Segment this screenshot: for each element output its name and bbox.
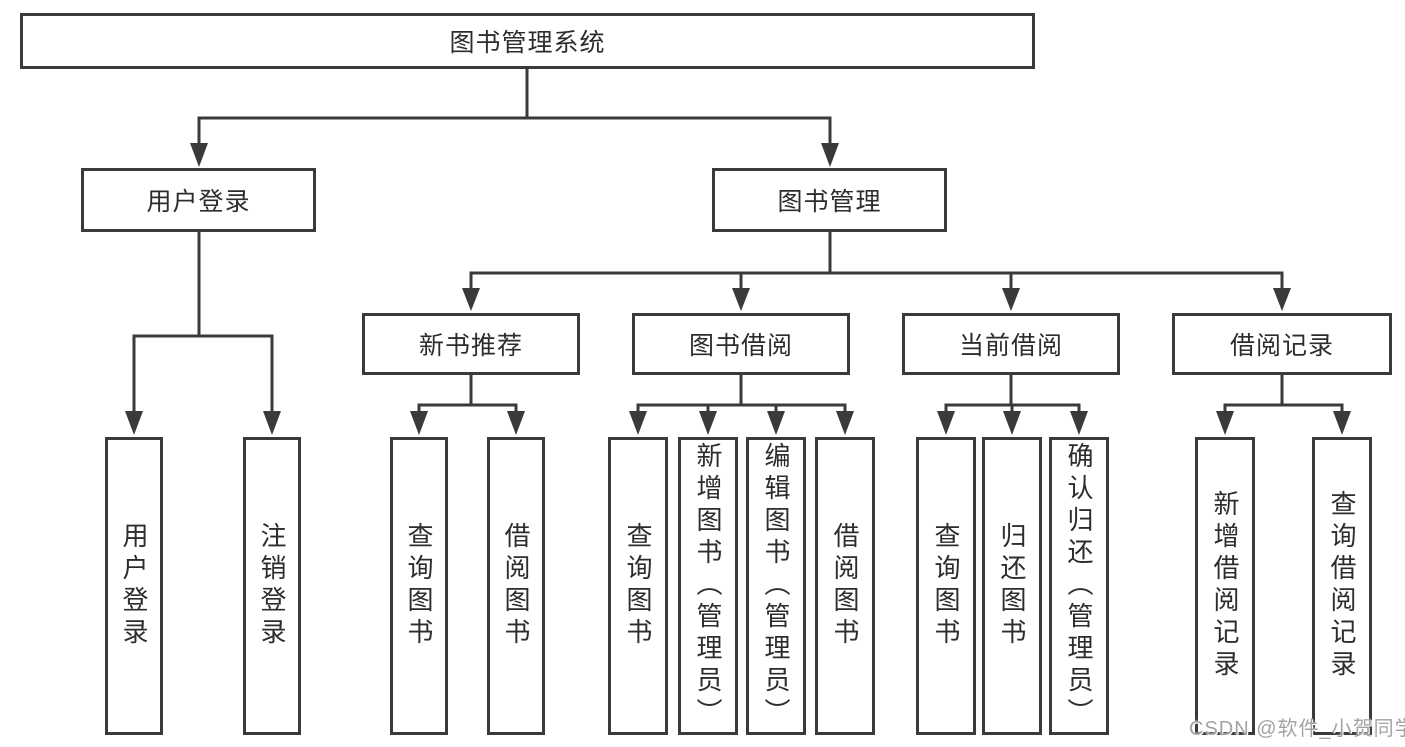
leaf-borrow-books: 借阅图书 — [815, 437, 875, 735]
leaf-query-borrow-record: 查询借阅记录 — [1312, 437, 1372, 735]
connector-strokes — [132, 69, 1344, 414]
watermark: CSDN @软件_小贺同学 — [1189, 718, 1405, 740]
leaf-add-book-admin: 新增图书（管理员） — [678, 437, 738, 735]
node-new-book-recommendation: 新书推荐 — [362, 313, 580, 375]
leaf-query-books: 查询图书 — [390, 437, 448, 735]
node-current-borrowing: 当前借阅 — [902, 313, 1120, 375]
leaf-confirm-return-admin: 确认归还（管理员） — [1049, 437, 1109, 735]
node-root: 图书管理系统 — [20, 13, 1035, 69]
leaf-query-books: 查询图书 — [608, 437, 668, 735]
node-book-borrowing: 图书借阅 — [632, 313, 850, 375]
node-borrowing-records: 借阅记录 — [1172, 313, 1392, 375]
node-book-management: 图书管理 — [712, 168, 947, 232]
leaf-add-borrow-record: 新增借阅记录 — [1195, 437, 1255, 735]
leaf-user-login: 用户登录 — [105, 437, 163, 735]
leaf-query-books: 查询图书 — [916, 437, 976, 735]
node-user-login: 用户登录 — [81, 168, 316, 232]
leaf-borrow-books: 借阅图书 — [487, 437, 545, 735]
leaf-edit-book-admin: 编辑图书（管理员） — [746, 437, 806, 735]
leaf-logout: 注销登录 — [243, 437, 301, 735]
arrowheads — [125, 143, 1351, 435]
leaf-return-books: 归还图书 — [982, 437, 1042, 735]
